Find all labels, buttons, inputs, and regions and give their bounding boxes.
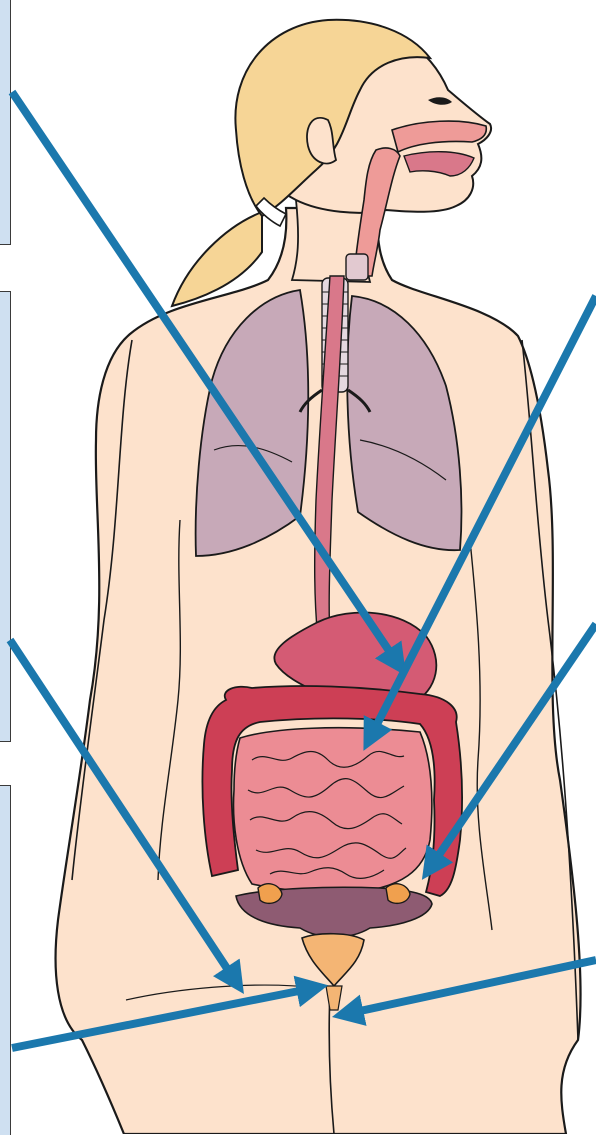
arrow-to-stomach [12, 92, 398, 664]
arrow-to-urethra-right [346, 960, 596, 1014]
arrow-to-urethra-left [12, 988, 314, 1048]
arrow-to-ovary [430, 624, 596, 868]
arrow-to-pelvic-floor [10, 640, 236, 982]
